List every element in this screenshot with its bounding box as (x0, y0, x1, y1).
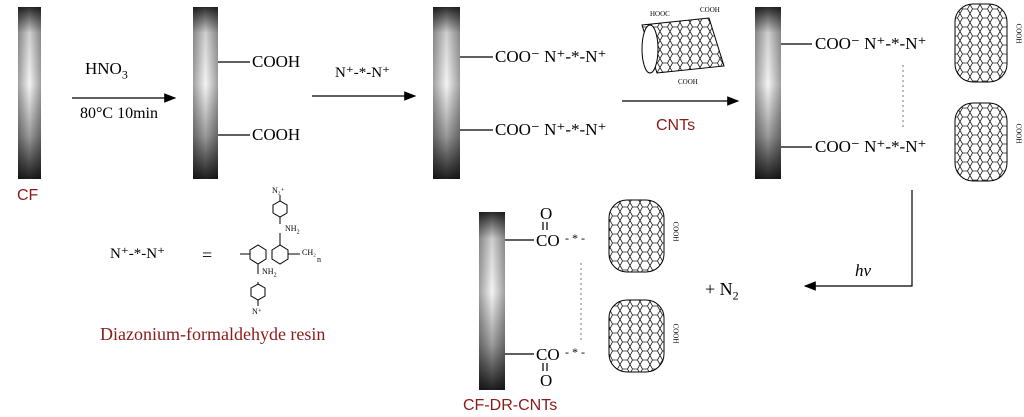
carbon-nanotube-icon (608, 199, 665, 273)
nanotube-label: COOH (700, 6, 720, 14)
equals-sign: = (202, 245, 213, 265)
n2-text: + N (705, 279, 733, 299)
resin-name: Diazonium-formaldehyde resin (100, 324, 326, 344)
nanotube-label: COOH (671, 221, 680, 242)
fiber-bar-icon (433, 7, 460, 179)
dotted-connectors (580, 65, 904, 340)
n2-subscript: 2 (732, 288, 739, 303)
carbonyl-group: CO (536, 345, 560, 364)
nanotube-label: HOOC (650, 10, 670, 18)
fiber-bar-icon (193, 7, 218, 179)
nanotube-label: COOH (1014, 123, 1023, 144)
carbonyl-oxygen: O (540, 371, 553, 390)
fiber-bar-icon (479, 212, 505, 390)
nanotube-label: COOH (678, 78, 698, 86)
amine-text: NH (285, 224, 297, 233)
methylene-group: CH₂ (302, 248, 316, 257)
amine-group: NH2 (285, 225, 300, 236)
carbon-nanotube-icon (954, 3, 1008, 83)
product-label: CF-DR-CNTs (463, 397, 558, 414)
diazonium-reagent: N⁺-*-N⁺ (335, 65, 390, 81)
coo-n-group: COO⁻ N⁺-*-N⁺ (495, 120, 607, 139)
carbonyl-oxygen: O (540, 204, 553, 223)
cooh-group: COOH (252, 52, 301, 71)
hno3-reagent: HNO3 (85, 60, 128, 80)
cnts-label: CNTs (656, 117, 696, 134)
carbonyl-group: CO (536, 231, 560, 250)
n2-byproduct: + N2 (705, 280, 739, 302)
linker: - * - (565, 345, 585, 359)
linker: - * - (565, 231, 585, 245)
cooh-group: COOH (252, 125, 301, 144)
step1-condition: 80°C 10min (80, 105, 158, 122)
fiber-bar-icon (18, 7, 41, 179)
resin-structure (240, 195, 300, 306)
amine-subscript: 2 (296, 229, 300, 236)
diazonium-group: N₂⁺ (272, 186, 285, 195)
carbon-nanotube-icon (954, 102, 1008, 182)
cf-label: CF (17, 187, 39, 204)
repeat-unit-n: n (317, 255, 321, 264)
diazonium-symbol: N⁺-*-N⁺ (110, 246, 165, 262)
coo-n-group: COO⁻ N⁺-*-N⁺ (495, 47, 607, 66)
coo-n-group: COO⁻ N⁺-*-N⁺ (815, 137, 927, 156)
arrow-icon (72, 91, 913, 291)
coo-n-group: COO⁻ N⁺-*-N⁺ (815, 34, 927, 53)
fiber-bar-icon (755, 7, 781, 179)
nanotube-label: COOH (1014, 23, 1023, 44)
diazonium-group: N⁺ (252, 307, 262, 316)
carbon-nanotube-icon (608, 299, 665, 373)
nanotube-label: COOH (671, 323, 680, 344)
hv-label: hv (855, 261, 872, 280)
hno3-subscript: 3 (121, 67, 128, 82)
bond-lines (218, 43, 812, 371)
hno3-text: HNO (85, 59, 122, 78)
amine-group: NH2 (262, 268, 277, 279)
amine-subscript: 2 (273, 272, 277, 279)
amine-text: NH (262, 267, 274, 276)
carbon-nanotube-icon (641, 17, 725, 74)
